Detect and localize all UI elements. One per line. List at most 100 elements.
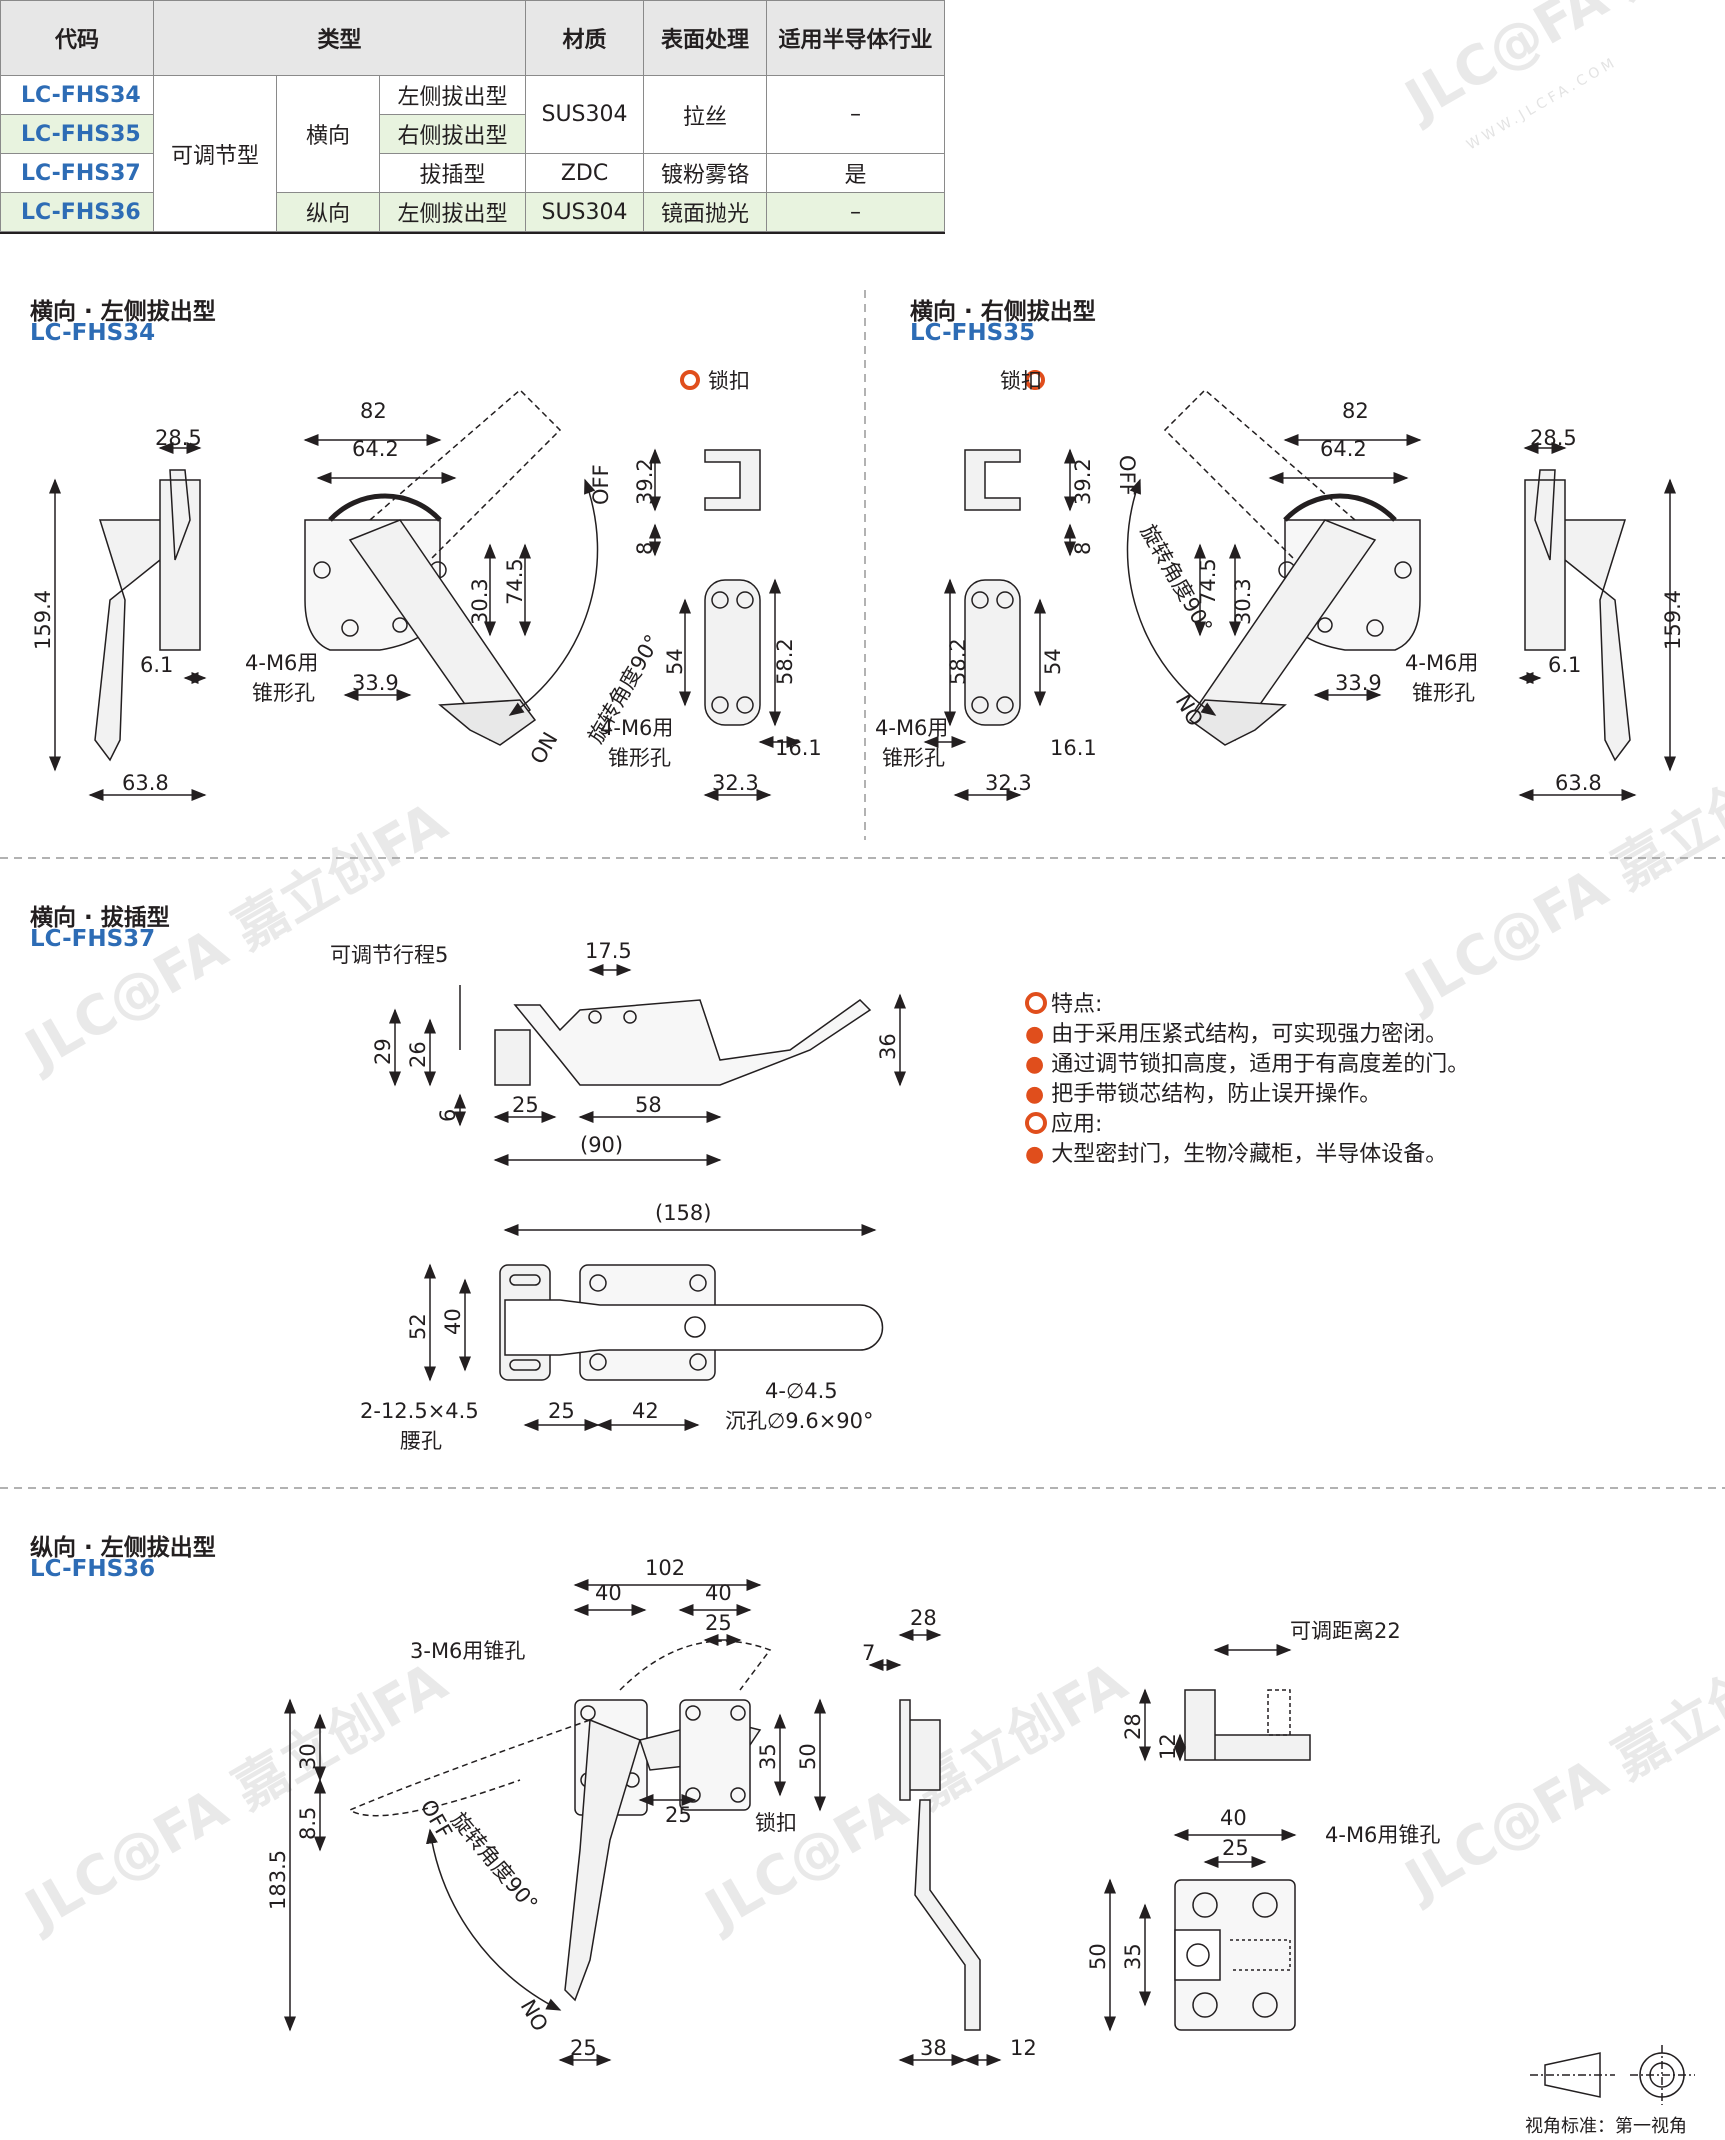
dim-label: 8	[1071, 542, 1095, 555]
dim-label: 58.2	[946, 638, 970, 685]
watermark-brand: JLC@FA 嘉立创FA	[1392, 1620, 1725, 1914]
dim-label: 52	[406, 1313, 430, 1340]
m6-label-line1: 4-M6用	[1405, 651, 1478, 675]
dim-label: 39.2	[633, 458, 657, 505]
semi-cell: –	[766, 75, 945, 154]
section-title: 横向 · 右侧拔出型	[910, 299, 1096, 325]
dim-label: 25	[570, 2036, 597, 2060]
feature-item: 通过调节锁扣高度，适用于有高度差的门。	[1051, 1052, 1470, 1077]
dim-label: 25	[548, 1399, 575, 1423]
hole-label-line2: 沉孔∅9.6×90°	[725, 1409, 874, 1433]
finish-cell: 镜面抛光	[643, 192, 767, 232]
material-cell: ZDC	[525, 153, 644, 193]
dim-label: 54	[1041, 648, 1065, 675]
dim-label: 29	[371, 1038, 395, 1065]
m6-4-label: 4-M6用锥孔	[1325, 1823, 1440, 1847]
spec-table: 代码 类型 材质 表面处理 适用半导体行业 LC-FHS34 可调节型 横向 左…	[0, 0, 945, 232]
dim-label: 30.3	[1231, 578, 1255, 625]
slot-label-line1: 2-12.5×4.5	[360, 1399, 479, 1423]
dim-label: (90)	[580, 1133, 623, 1157]
dim-label: 40	[441, 1308, 465, 1335]
off-label: OFF	[589, 464, 613, 505]
latch-label: 锁扣	[1000, 369, 1042, 393]
application-bullet-icon	[1025, 1112, 1047, 1134]
dim-label: 159.4	[1661, 590, 1685, 650]
dims-fhs34: 28.5 159.4 6.1 63.8 82 64.2 30.3 74.5 33…	[31, 369, 822, 795]
table-row: LC-FHS35 右侧拔出型	[0, 114, 945, 154]
dim-label: 33.9	[352, 671, 399, 695]
section-code: LC-FHS35	[910, 320, 1036, 346]
dim-label: 25	[512, 1093, 539, 1117]
latch-label: 锁扣	[708, 369, 750, 393]
dim-label: 28	[910, 1606, 937, 1630]
application-item: 大型密封门，生物冷藏柜，半导体设备。	[1051, 1142, 1448, 1167]
features-block: 特点: ● 由于采用压紧式结构，可实现强力密闭。 ● 通过调节锁扣高度，适用于有…	[1025, 990, 1469, 1170]
dim-label: 36	[876, 1033, 900, 1060]
dim-label: 35	[756, 1743, 780, 1770]
dim-label: 26	[406, 1041, 430, 1068]
section-title: 横向 · 左侧拔出型	[30, 299, 216, 325]
drawing-fhs37	[389, 964, 906, 1431]
dot-icon: ●	[1025, 1142, 1052, 1167]
dim-label: 58.2	[773, 638, 797, 685]
code-cell: LC-FHS35	[0, 114, 154, 154]
dim-label: 8.5	[296, 1807, 320, 1840]
dim-label: 6.1	[140, 653, 173, 677]
rotation-label: 旋转角度90°	[446, 1808, 542, 1916]
m6-label-line1: 4-M6用	[245, 651, 318, 675]
off-label: OFF	[1115, 455, 1139, 496]
table-row: LC-FHS37 拔插型 ZDC 镀粉雾铬 是	[0, 153, 945, 193]
section-title: 纵向 · 左侧拔出型	[30, 1535, 216, 1561]
off-label: OFF	[416, 1796, 457, 1843]
dim-label: 30.3	[468, 578, 492, 625]
feature-bullet-icon	[1025, 992, 1047, 1014]
dim-label: 12	[1010, 2036, 1037, 2060]
table-row: LC-FHS36 纵向 左侧拔出型 SUS304 镜面抛光 –	[0, 192, 945, 232]
m6-label-line2: 锥形孔	[1412, 681, 1475, 705]
dim-label: 58	[635, 1093, 662, 1117]
dim-label: 82	[1342, 399, 1369, 423]
dim-label: 7	[862, 1641, 875, 1665]
code-cell: LC-FHS37	[0, 153, 154, 193]
dims-fhs37: 17.5 29 26 6 25 58 (90) 36 (158) 52 40 2…	[330, 939, 900, 1453]
dim-label: 12	[1156, 1733, 1180, 1760]
code-cell: LC-FHS36	[0, 192, 154, 232]
dim-label: 40	[1220, 1806, 1247, 1830]
dim-label: 16.1	[1050, 736, 1097, 760]
dim-label: 102	[645, 1556, 685, 1580]
dim-label: 35	[1121, 1943, 1145, 1970]
m6-label-line1: 4-M6用	[600, 716, 673, 740]
hole-label-line1: 4-∅4.5	[765, 1379, 838, 1403]
dim-label: 25	[665, 1803, 692, 1827]
dim-label: 33.9	[1335, 671, 1382, 695]
dim-label: 32.3	[985, 771, 1032, 795]
feature-item: 把手带锁芯结构，防止误开操作。	[1051, 1082, 1382, 1107]
on-label: NO	[516, 1996, 553, 2036]
header-semi: 适用半导体行业	[766, 0, 945, 76]
drawing-fhs36	[284, 1579, 1695, 2105]
view-standard-label: 视角标准：第一视角	[1525, 2116, 1687, 2137]
adjust-stroke-label: 可调节行程5	[330, 943, 448, 967]
header-finish: 表面处理	[643, 0, 767, 76]
drawing-fhs35	[923, 370, 1676, 801]
latch-label: 锁扣	[755, 1811, 797, 1835]
dim-label: 50	[796, 1743, 820, 1770]
dim-label: 8	[633, 542, 657, 555]
section-code: LC-FHS37	[30, 926, 156, 952]
dim-label: 63.8	[1555, 771, 1602, 795]
dim-label: 32.3	[712, 771, 759, 795]
table-bottom-rule	[0, 232, 945, 234]
code-cell: LC-FHS34	[0, 75, 154, 115]
features-heading: 特点:	[1051, 992, 1103, 1017]
dot-icon: ●	[1025, 1052, 1052, 1077]
dim-label: 28.5	[1530, 426, 1577, 450]
semi-cell: 是	[766, 153, 945, 193]
semi-cell: –	[766, 192, 945, 232]
material-cell: SUS304	[525, 192, 644, 232]
dim-label: 40	[595, 1581, 622, 1605]
m6-label-line2: 锥形孔	[882, 746, 945, 770]
m6-label-line2: 锥形孔	[608, 746, 671, 770]
dim-label: 54	[663, 648, 687, 675]
dim-label: 63.8	[122, 771, 169, 795]
